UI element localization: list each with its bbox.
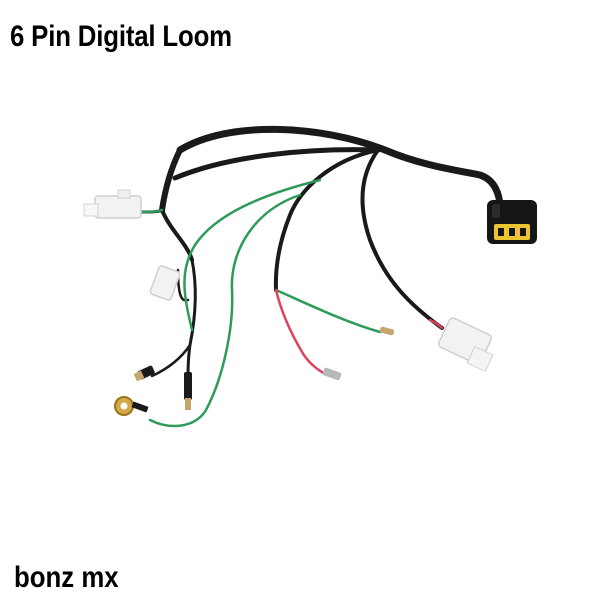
- photo-background: [0, 96, 600, 536]
- white-connector-middle: [149, 265, 181, 301]
- green-wires: [140, 178, 382, 428]
- ring-terminal: [114, 396, 149, 416]
- product-photo: [0, 96, 600, 536]
- red-wires: [274, 288, 444, 376]
- black-wire-bundle: [140, 125, 504, 380]
- white-connector-left: [83, 189, 142, 219]
- page-title: 6 Pin Digital Loom: [10, 20, 232, 53]
- six-pin-connector: [487, 200, 537, 244]
- brand-caption: bonz mx: [14, 561, 119, 594]
- white-connector-right: [437, 317, 494, 373]
- spade-terminals: [133, 326, 395, 410]
